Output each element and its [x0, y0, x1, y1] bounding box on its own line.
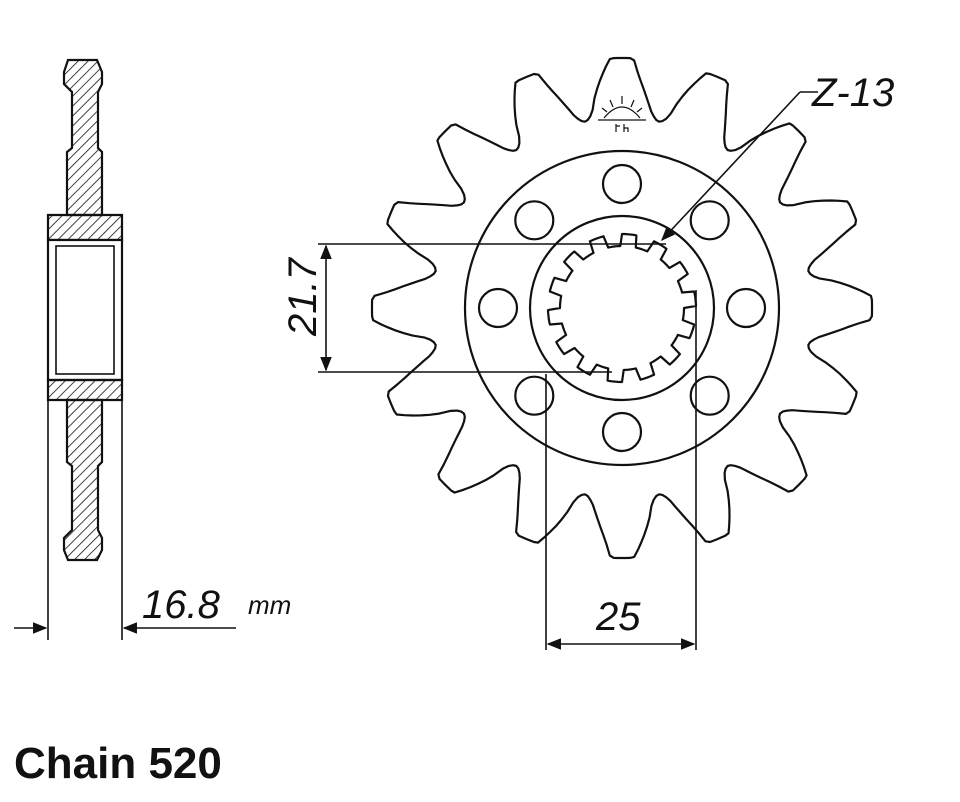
side-upper-hub	[46, 213, 124, 242]
spline-ring	[528, 214, 716, 402]
bore-dimension-value: 21.7	[281, 256, 325, 337]
bolt-hole	[689, 200, 730, 241]
side-bore	[46, 238, 124, 382]
bolt-hole	[477, 287, 519, 329]
side-lower-tooth	[62, 398, 104, 562]
sprocket-front-view: Z-13 21.7 25	[281, 56, 894, 650]
bolt-hole	[514, 375, 555, 416]
hub-circle	[463, 149, 781, 467]
bolt-hole	[514, 200, 555, 241]
bolt-hole	[689, 375, 730, 416]
bolt-hole	[601, 163, 643, 205]
teeth-count-label: Z-13	[811, 71, 894, 115]
width-unit: mm	[248, 590, 291, 620]
splined-bore	[546, 232, 698, 384]
side-upper-tooth	[62, 58, 104, 217]
width-value: 16.8	[142, 583, 221, 627]
side-lower-hub	[46, 378, 124, 402]
teeth-count-leader	[661, 91, 801, 242]
bolt-hole	[725, 287, 767, 329]
bolt-holes	[477, 163, 767, 453]
chain-caption: Chain 520	[14, 739, 222, 788]
sprocket-side-profile: 16.8 mm	[14, 58, 291, 640]
spline-dimension-value: 25	[595, 595, 641, 639]
manufacturer-logo	[598, 96, 646, 132]
bolt-hole	[601, 411, 643, 453]
